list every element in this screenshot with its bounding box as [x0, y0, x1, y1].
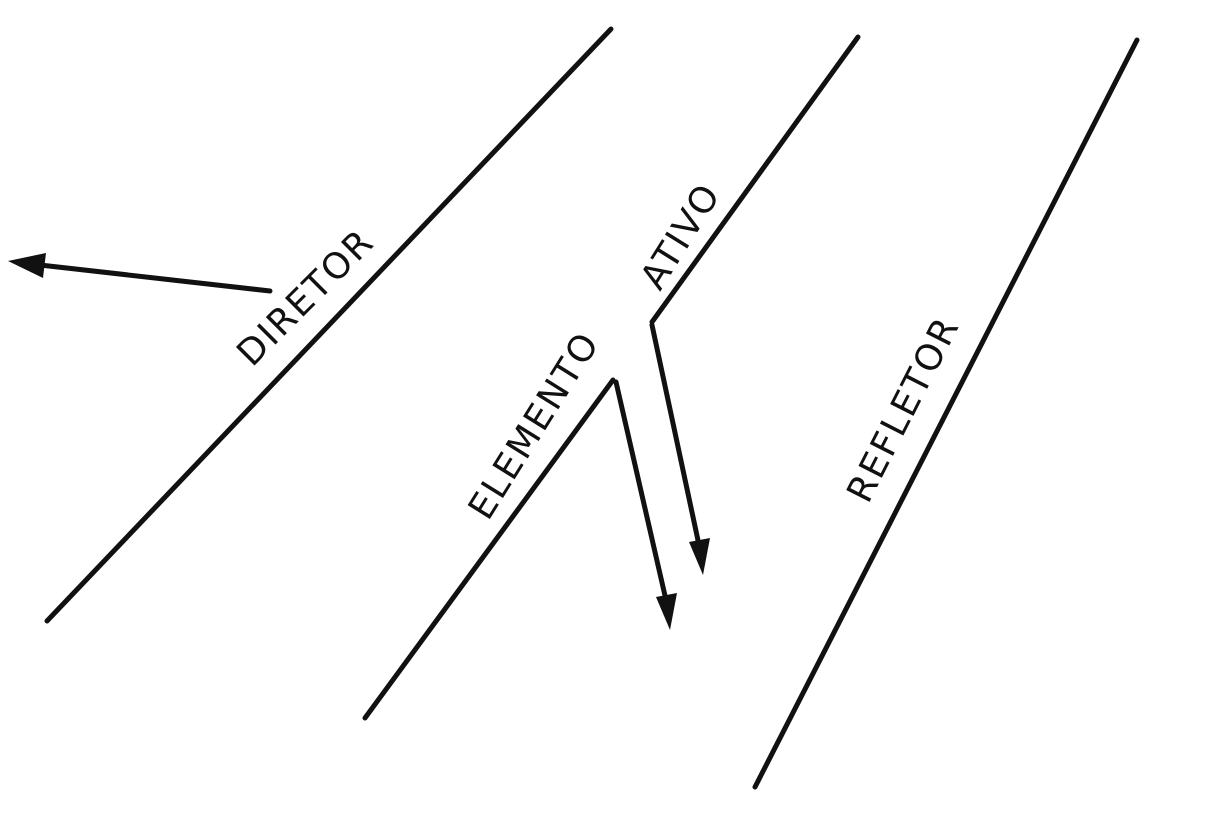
active-element-upper-line — [649, 34, 861, 325]
director-arrowhead — [8, 253, 46, 278]
active-element-label-left: ELEMENTO — [461, 325, 608, 527]
reflector-element-line — [752, 37, 1140, 790]
director-element-line — [44, 26, 614, 624]
active-element-lower-line — [362, 377, 616, 721]
director-arrow-line — [37, 262, 273, 294]
feed-arrowhead-left — [656, 593, 677, 630]
feed-arrow-right-line — [649, 322, 702, 548]
feed-arrow-left-line — [613, 379, 669, 603]
feed-arrowhead-right — [689, 538, 710, 575]
